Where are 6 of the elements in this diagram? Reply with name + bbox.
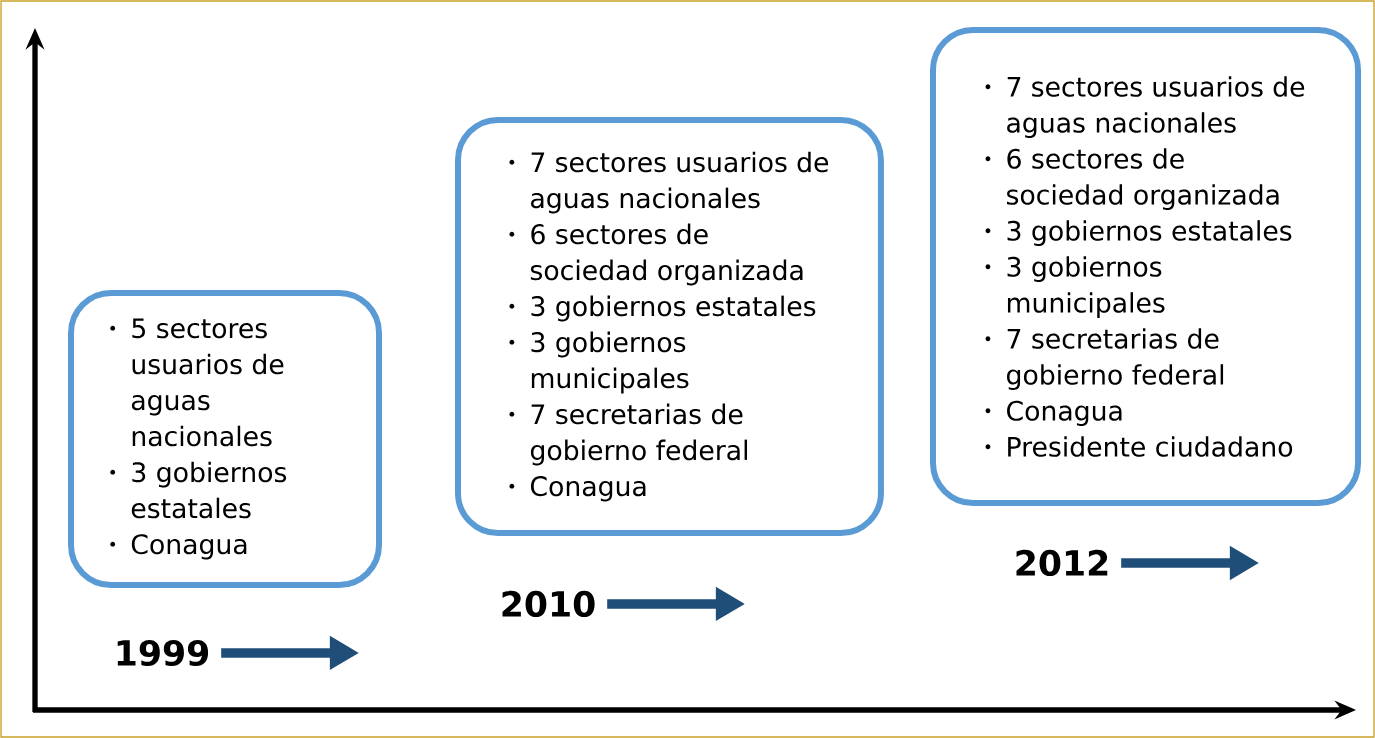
year-label: 2012 [1016, 549, 1108, 577]
year-label: 1999 [117, 639, 209, 667]
list-box: 7 sectores usuarios de aguas nacionales 6 sectores de sociedad organizada 3 gobiernos estatales 3 gobiernos municipales 7 secretarias de gobierno federal Conagua Presidente ciudadano [930, 27, 1362, 507]
year-label: 2010 [502, 590, 595, 618]
list-box: 7 sectores usuarios de aguas nacionales 6 sectores de sociedad organizada 3 gobiernos estatales 3 gobiernos municipales 7 secretarias de gobierno federal Conagua [455, 117, 884, 537]
list-box: 5 sectores usuarios de aguas nacionales 3 gobiernos estatales Conagua [68, 290, 382, 588]
